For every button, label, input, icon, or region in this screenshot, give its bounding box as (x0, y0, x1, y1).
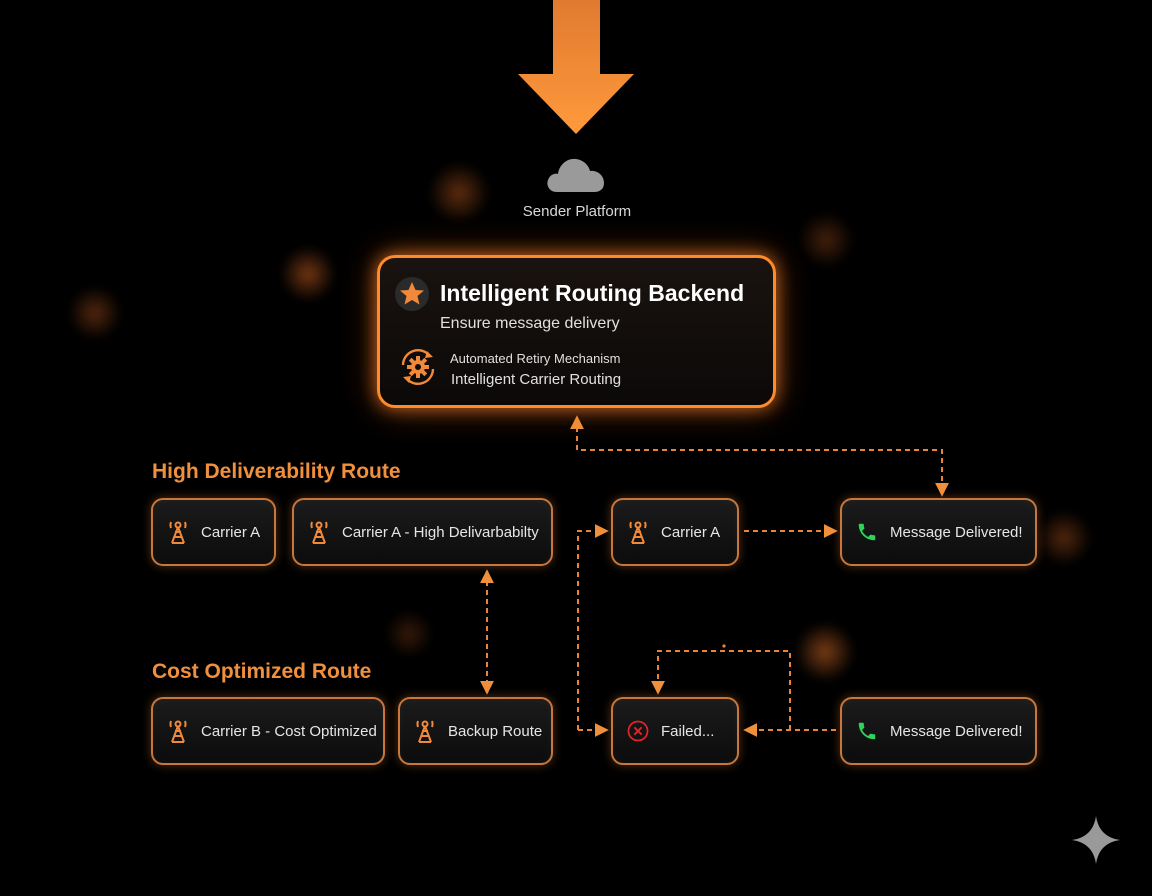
message-delivered-node[interactable]: Message Delivered! (840, 498, 1037, 566)
node-label: Backup Route (448, 722, 543, 740)
cell-tower-icon (414, 720, 436, 743)
node-label: Message Delivered! (890, 722, 1023, 740)
gear-refresh-icon (401, 349, 435, 385)
x-circle-icon (627, 720, 649, 742)
bokeh-light (798, 212, 854, 268)
cell-tower-icon (167, 720, 189, 743)
cost-route-title: Cost Optimized Route (152, 660, 372, 683)
bokeh-light (1036, 510, 1092, 566)
phone-icon (856, 521, 878, 543)
node-label: Carrier A (661, 523, 721, 541)
high-route-title: High Deliverability Route (152, 460, 401, 483)
bokeh-light (385, 610, 433, 658)
flow-carrier-a-node[interactable]: Carrier A (611, 498, 739, 566)
feature-routing: Intelligent Carrier Routing (451, 371, 622, 388)
node-label: Carrier A - High Delivarbabilty (342, 523, 539, 541)
connector-backend-delivered (570, 415, 949, 497)
node-label: Failed... (661, 722, 715, 740)
bokeh-light (68, 286, 122, 340)
node-label: Carrier B - Cost Optimized (201, 722, 377, 740)
cell-tower-icon (308, 521, 330, 544)
sparkle-icon (1072, 816, 1120, 864)
node-label: Message Delivered! (890, 523, 1023, 541)
cell-tower-icon (167, 521, 189, 544)
routing-backend-card: Intelligent Routing Backend Ensure messa… (377, 255, 776, 408)
bokeh-light (795, 622, 855, 682)
sender-platform-label: Sender Platform (522, 203, 632, 220)
backend-title: Intelligent Routing Backend (440, 280, 745, 306)
failed-node[interactable]: Failed... (611, 697, 739, 765)
carrier-b-node[interactable]: Carrier B - Cost Optimized (151, 697, 385, 765)
cell-tower-icon (627, 521, 649, 544)
carrier-a-high-node[interactable]: Carrier A - High Delivarbabilty (292, 498, 553, 566)
carrier-a-node[interactable]: Carrier A (151, 498, 276, 566)
node-label: Carrier A (201, 523, 261, 541)
backend-subtitle: Ensure message delivery (440, 315, 620, 332)
star-icon (395, 277, 429, 311)
phone-icon (856, 720, 878, 742)
feature-retry: Automated Retiry Mechanism (450, 351, 621, 366)
connector-split-carrier (577, 524, 609, 730)
cloud-icon (547, 158, 604, 192)
bokeh-light (280, 246, 336, 302)
message-delivered-retry-node[interactable]: Message Delivered! (840, 697, 1037, 765)
backup-route-node[interactable]: Backup Route (398, 697, 553, 765)
retry-dot (722, 644, 726, 648)
connector-retry-loop (651, 650, 791, 730)
bokeh-light (428, 162, 490, 224)
incoming-arrow (518, 0, 634, 134)
